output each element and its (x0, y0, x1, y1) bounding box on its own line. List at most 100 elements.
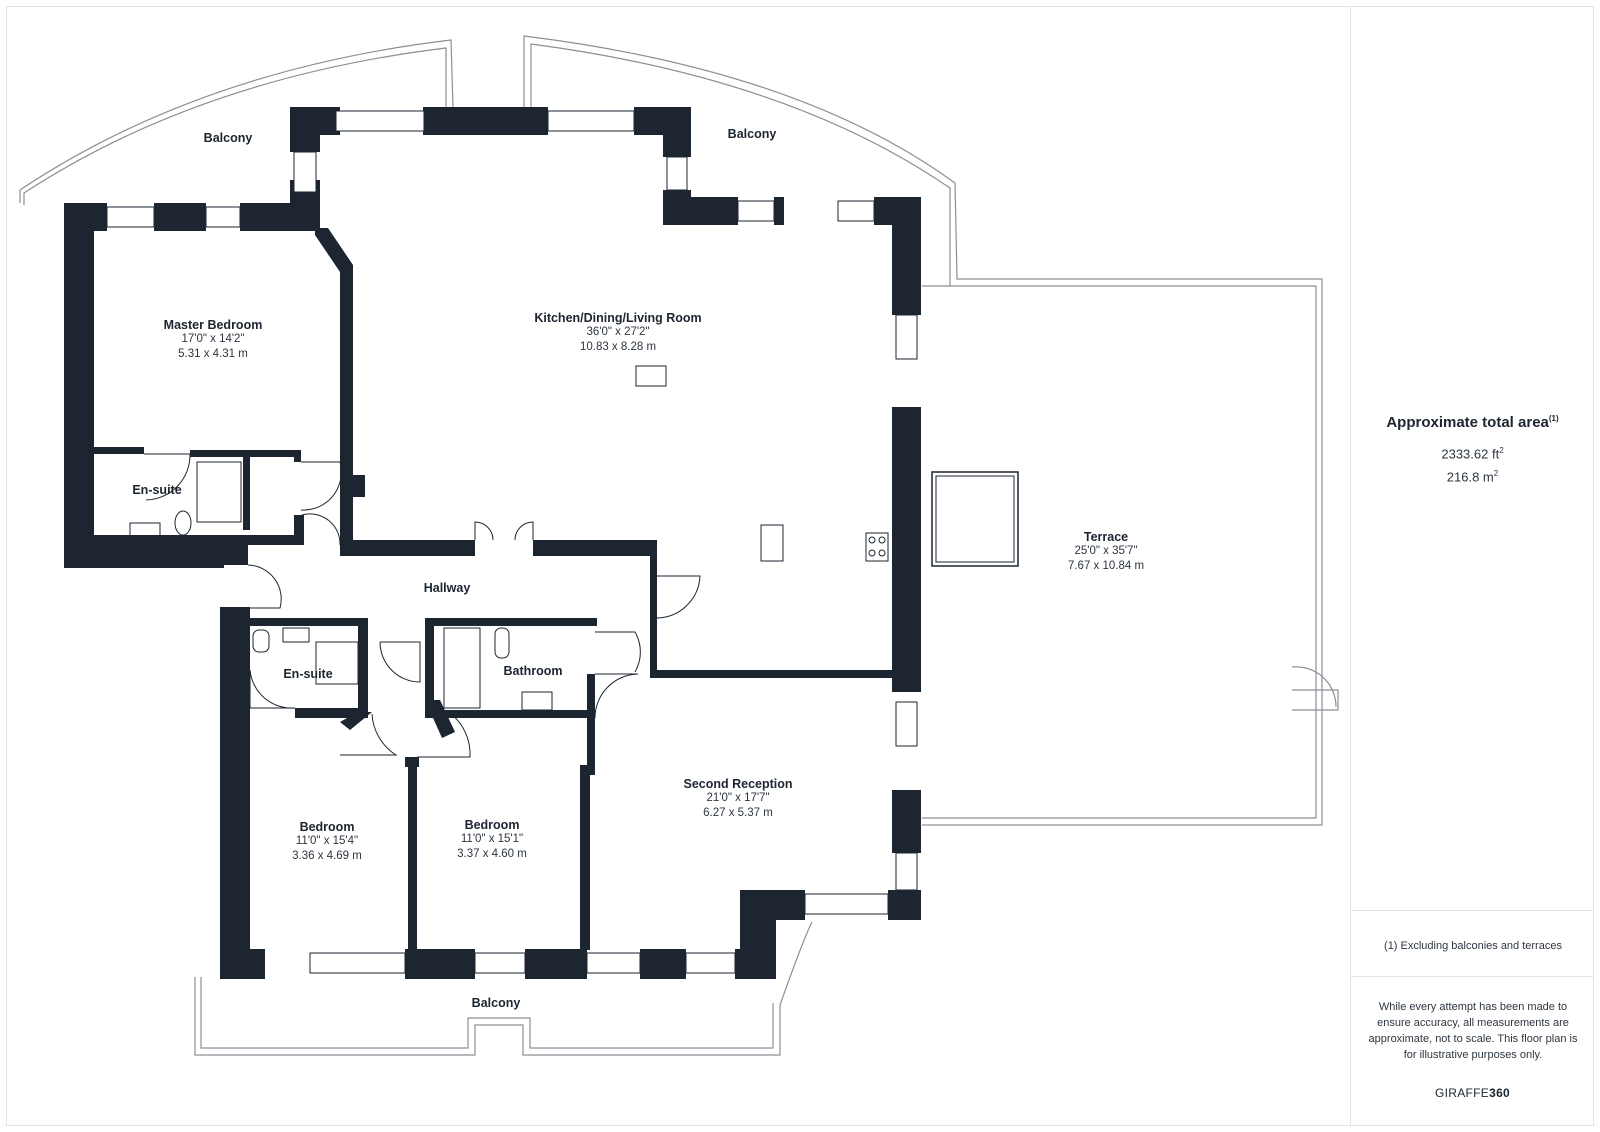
wall (94, 535, 304, 545)
wall (243, 450, 250, 530)
total-area-title-text: Approximate total area (1386, 414, 1549, 431)
room-name: Second Reception (683, 777, 793, 791)
wall (294, 450, 301, 462)
room-name: En-suite (283, 667, 333, 681)
door-swing (379, 641, 421, 683)
wall (340, 712, 372, 730)
toilet (174, 510, 192, 536)
wall (94, 447, 144, 454)
window (804, 893, 889, 915)
exclusion-note: (1) Excluding balconies and terraces (1384, 940, 1562, 952)
disclaimer: While every attempt has been made to ens… (1368, 1001, 1578, 1061)
door-swing (514, 521, 534, 541)
room-ensuite-bottom: En-suite (283, 667, 332, 681)
window (547, 110, 635, 132)
wall (405, 949, 475, 979)
total-area-metric: 216.8 m2 (1351, 469, 1594, 484)
room-bedroom-left: Bedroom 11'0" x 15'4" 3.36 x 4.69 m (292, 820, 362, 864)
shower-tray (315, 641, 359, 685)
wall (408, 764, 417, 950)
wall (154, 203, 206, 231)
room-balcony-bottom: Balcony (472, 996, 521, 1010)
door-swing (595, 631, 641, 673)
room-name: Bedroom (299, 820, 355, 834)
wall (340, 540, 475, 556)
room-name: Terrace (1083, 530, 1129, 544)
balcony-top-right-inner (530, 43, 951, 286)
total-area-imperial: 2333.62 ft2 (1351, 446, 1594, 461)
balcony-bottom-outline (194, 921, 813, 1056)
room-name: Bathroom (503, 664, 563, 678)
room-name: Hallway (423, 581, 471, 595)
area-imperial-exponent: 2 (1499, 446, 1504, 455)
door-swing (474, 521, 494, 541)
room-terrace: Terrace 25'0" x 35'7" 7.67 x 10.84 m (1068, 530, 1144, 574)
window (837, 200, 875, 222)
room-name: Balcony (727, 127, 777, 141)
brand-prefix: GIRAFFE (1434, 1086, 1490, 1100)
room-master-bedroom: Master Bedroom 17'0" x 14'2" 5.31 x 4.31… (164, 318, 263, 362)
walls (64, 107, 921, 979)
wall (423, 107, 548, 135)
room-balcony-top-right: Balcony (728, 127, 777, 141)
room-bathroom: Bathroom (503, 664, 562, 678)
hob-ring (868, 536, 876, 544)
divider (1351, 910, 1594, 911)
window (895, 701, 918, 747)
brand-logo: GIRAFFE360 (1351, 1086, 1594, 1100)
wall (294, 515, 304, 545)
room-dim-metric: 5.31 x 4.31 m (178, 348, 248, 360)
shower-tray (196, 461, 242, 523)
wall (315, 228, 353, 545)
window (309, 952, 406, 974)
wall (892, 197, 921, 315)
wall (64, 203, 94, 568)
room-dim-imperial: 21'0" x 17'7" (706, 792, 770, 804)
wall (587, 674, 595, 718)
wall (580, 765, 590, 950)
wall (888, 890, 921, 920)
balcony-outlines (19, 35, 1339, 1056)
room-dim-imperial: 11'0" x 15'4" (295, 835, 359, 847)
brand-suffix: 360 (1489, 1086, 1511, 1100)
room-dim-imperial: 11'0" x 15'1" (460, 833, 524, 845)
wall (640, 949, 686, 979)
room-name: Kitchen/Dining/Living Room (534, 311, 702, 325)
kitchen-island (635, 365, 667, 387)
door-swing (340, 713, 398, 756)
wall (650, 670, 892, 678)
window (205, 206, 241, 228)
wall (892, 790, 921, 853)
window (895, 314, 918, 360)
window (293, 151, 317, 193)
door-swing (300, 461, 342, 511)
room-dim-imperial: 17'0" x 14'2" (181, 333, 245, 345)
summary-panel: Approximate total area(1) 2333.62 ft2 21… (1350, 6, 1594, 1126)
balcony-top-left-outline (19, 39, 454, 203)
room-dim-metric: 7.67 x 10.84 m (1067, 560, 1145, 572)
wall (220, 949, 265, 979)
room-second-reception: Second Reception 21'0" x 17'7" 6.27 x 5.… (683, 777, 792, 821)
divider (1351, 976, 1594, 977)
room-name: En-suite (132, 483, 182, 497)
door-swing (417, 712, 471, 758)
room-name: Balcony (203, 131, 253, 145)
balcony-top-left-inner (23, 47, 447, 205)
room-dim-metric: 3.36 x 4.69 m (292, 850, 362, 862)
wall (663, 197, 738, 225)
room-bedroom-right: Bedroom 11'0" x 15'1" 3.37 x 4.60 m (457, 818, 527, 862)
door-swing (594, 673, 639, 719)
room-dim-metric: 6.27 x 5.37 m (703, 807, 773, 819)
room-balcony-top-left: Balcony (204, 131, 253, 145)
wall (525, 949, 587, 979)
terrace-door-swing (1291, 666, 1337, 708)
hob (865, 532, 889, 562)
terrace-skylight (931, 471, 1019, 567)
window (737, 200, 775, 222)
toilet (494, 627, 510, 659)
bath (443, 627, 481, 709)
door-swing (247, 564, 282, 609)
floor-plan (19, 35, 1339, 1056)
wall (650, 540, 657, 615)
room-ensuite-top: En-suite (132, 483, 181, 497)
